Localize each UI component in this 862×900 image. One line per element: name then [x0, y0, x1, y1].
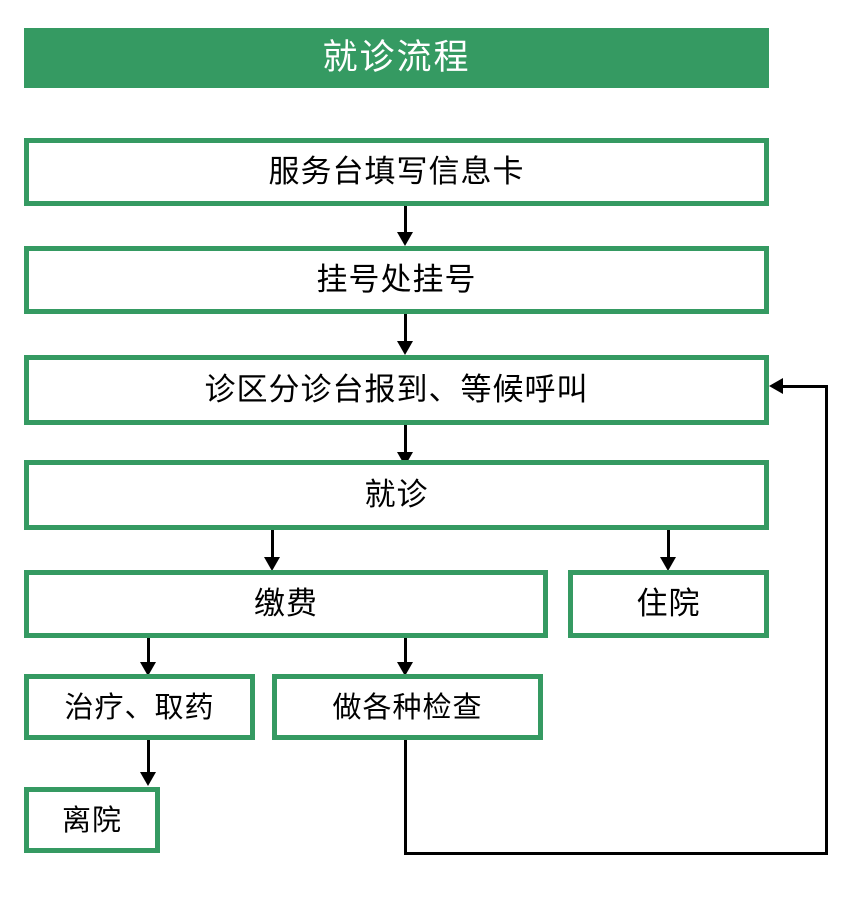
connector-triage-consult-line [404, 425, 407, 457]
connector-treatment-discharge-arrow [140, 772, 156, 786]
feedback-loop-top-segment [783, 385, 828, 388]
feedback-loop-bottom-segment [404, 852, 828, 855]
node-exams[interactable]: 做各种检查 [272, 674, 543, 740]
connector-register-triage-line [404, 314, 407, 346]
node-payment[interactable]: 缴费 [24, 570, 548, 638]
connector-consult-payment-arrow [264, 557, 280, 571]
connector-treatment-discharge-line [147, 740, 150, 776]
connector-consult-payment-line [271, 530, 274, 562]
feedback-loop-right-segment [825, 385, 828, 855]
connector-payment-exams-line [404, 638, 407, 668]
node-discharge[interactable]: 离院 [24, 787, 160, 853]
connector-payment-treatment-arrow [140, 662, 156, 676]
page-title: 就诊流程 [24, 28, 769, 88]
connector-consult-inpatient-arrow [660, 557, 676, 571]
feedback-loop-arrow [769, 378, 783, 394]
feedback-loop-down-segment [404, 740, 407, 855]
connector-payment-exams-arrow [397, 662, 413, 676]
node-inpatient[interactable]: 住院 [568, 570, 769, 638]
connector-reception-register-arrow [397, 232, 413, 246]
node-register[interactable]: 挂号处挂号 [24, 246, 769, 314]
connector-consult-inpatient-line [667, 530, 670, 562]
node-treatment[interactable]: 治疗、取药 [24, 674, 255, 740]
node-consult[interactable]: 就诊 [24, 460, 769, 530]
connector-register-triage-arrow [397, 341, 413, 355]
node-triage[interactable]: 诊区分诊台报到、等候呼叫 [24, 355, 769, 425]
connector-payment-treatment-line [147, 638, 150, 668]
node-reception[interactable]: 服务台填写信息卡 [24, 138, 769, 206]
connector-reception-register-line [404, 206, 407, 236]
